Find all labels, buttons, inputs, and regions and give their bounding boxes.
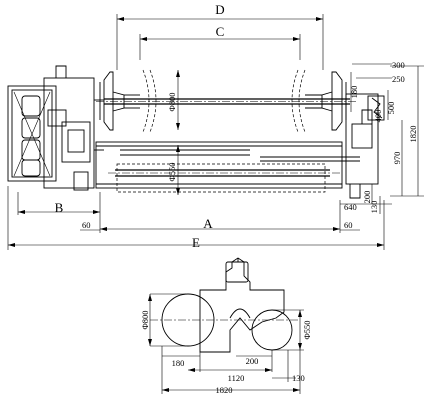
dim-180-side: 180 bbox=[172, 358, 185, 368]
dim-1120: 1120 bbox=[228, 373, 245, 383]
dim-60-right: 60 bbox=[344, 220, 353, 230]
label-a: A bbox=[203, 216, 213, 231]
dim-970: 970 bbox=[392, 152, 402, 165]
dim-640: 640 bbox=[344, 202, 357, 212]
dimension-c: C bbox=[139, 24, 301, 60]
dim-phi550-side: Φ550 bbox=[302, 321, 312, 340]
label-b: B bbox=[55, 200, 64, 215]
dim-200-side: 200 bbox=[246, 356, 259, 366]
dim-180-top: 180 bbox=[349, 86, 359, 99]
dim-200-top: 200 bbox=[362, 191, 372, 204]
top-view: Φ800 Φ550 bbox=[7, 60, 424, 250]
dim-300: 300 bbox=[392, 60, 405, 70]
dim-250: 250 bbox=[392, 74, 405, 84]
label-d: D bbox=[215, 2, 224, 17]
dim-130-side: 130 bbox=[292, 373, 305, 383]
side-view: Φ800 Φ550 180 200 1120 130 1820 bbox=[140, 257, 312, 395]
label-e: E bbox=[192, 235, 200, 250]
dim-1820-side: 1820 bbox=[216, 385, 233, 395]
dim-130-top: 130 bbox=[369, 201, 379, 214]
dim-phi550-top: Φ550 bbox=[167, 163, 177, 182]
label-c: C bbox=[216, 24, 225, 39]
dim-500: 500 bbox=[386, 102, 396, 115]
dim-1820-top: 1820 bbox=[408, 126, 418, 143]
dim-phi800-top: Φ800 bbox=[167, 93, 177, 112]
dim-400: 400 bbox=[373, 110, 383, 123]
dimension-d: D bbox=[116, 2, 324, 70]
dim-phi800-side: Φ800 bbox=[140, 311, 150, 330]
dim-60-left: 60 bbox=[82, 220, 91, 230]
